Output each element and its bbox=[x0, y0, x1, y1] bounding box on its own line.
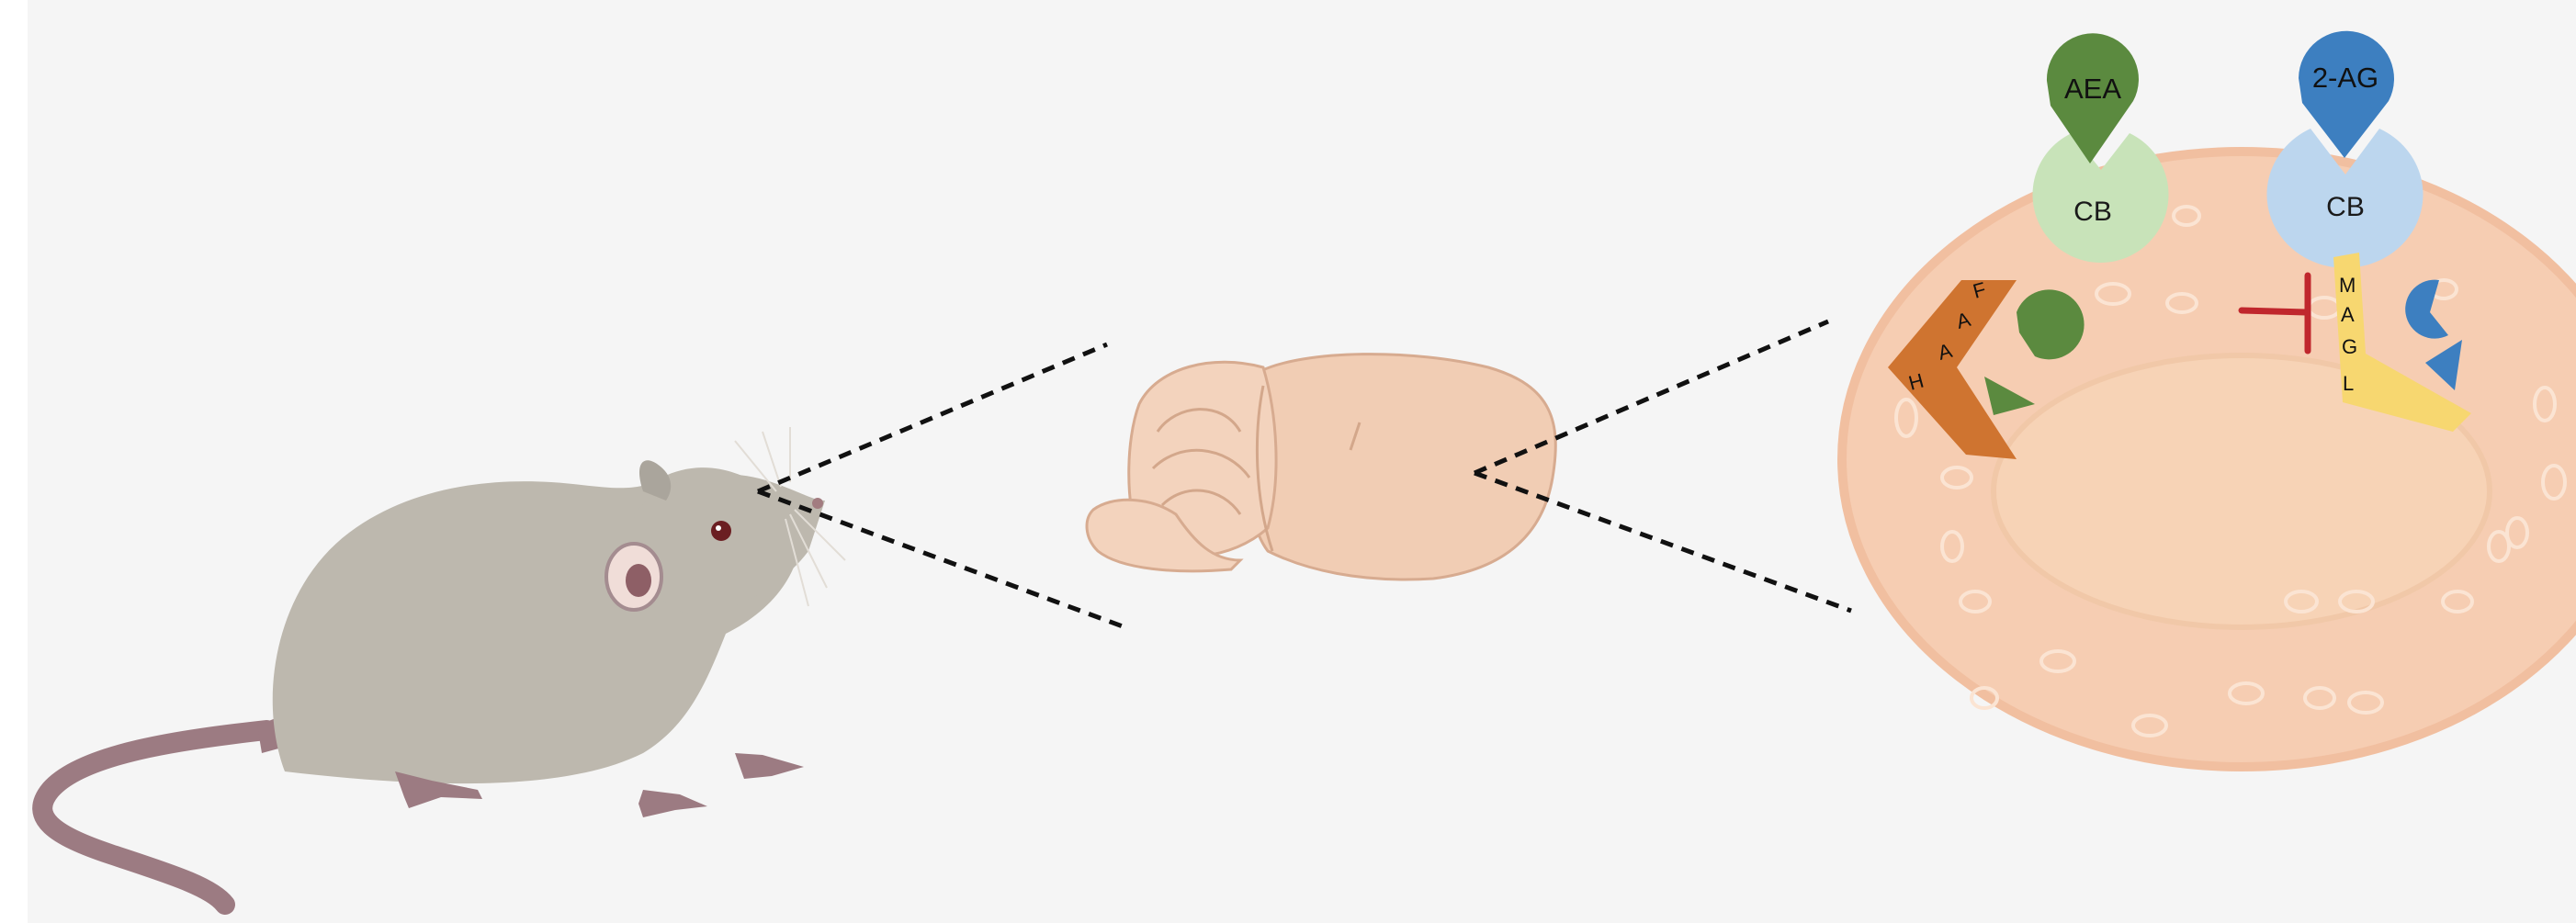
magl-letter-4: L bbox=[2343, 372, 2354, 395]
receptor-left-label: CB bbox=[2073, 197, 2112, 227]
rat-nose bbox=[812, 498, 823, 509]
magl-letter-1: M bbox=[2339, 274, 2356, 297]
brain-cerebrum bbox=[1246, 355, 1555, 580]
magl-letter-2: A bbox=[2341, 303, 2355, 326]
aea-label: AEA bbox=[2064, 73, 2121, 105]
magl-letter-3: G bbox=[2342, 335, 2357, 358]
two-ag-label: 2-AG bbox=[2312, 62, 2378, 94]
neuron-cell bbox=[1842, 152, 2576, 767]
rat-ear-inner bbox=[626, 564, 651, 597]
receptor-right-label: CB bbox=[2326, 192, 2365, 222]
rat-eye bbox=[711, 521, 731, 541]
